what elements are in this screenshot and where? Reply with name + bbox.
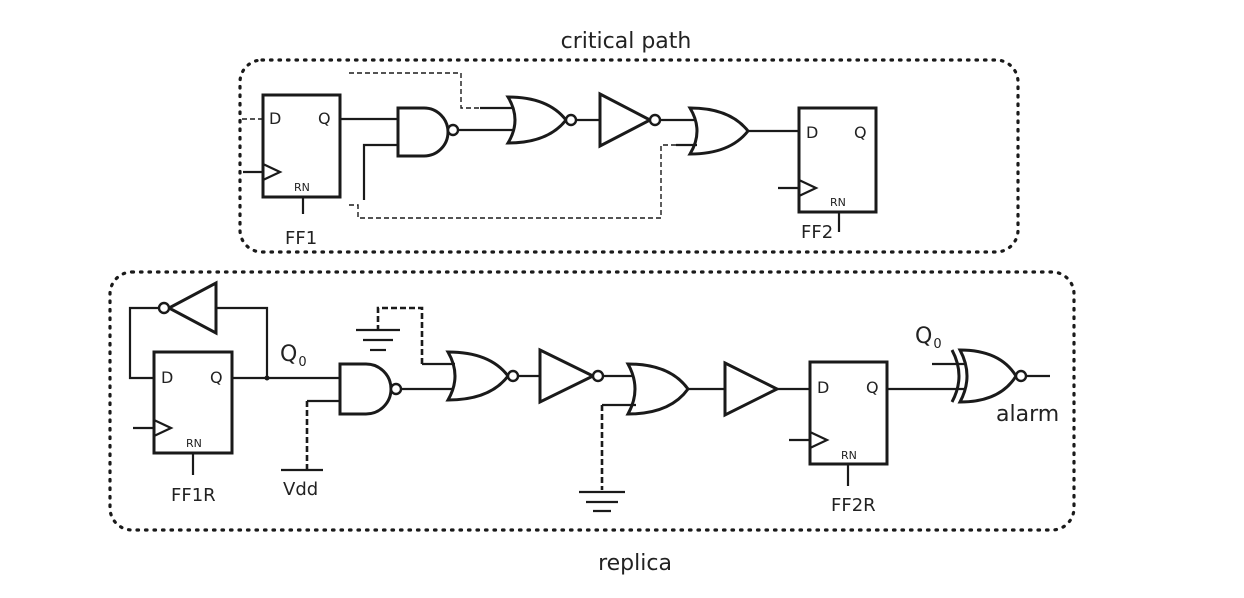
xnor-gate-back — [950, 349, 961, 403]
svg-text:RN: RN — [186, 437, 202, 450]
ff2: D Q RN — [797, 106, 878, 232]
ff2-label: FF2 — [801, 222, 833, 243]
q0-label: Q0 — [280, 342, 307, 370]
or1-replica — [625, 362, 690, 416]
ff1r-label: FF1R — [171, 485, 216, 506]
nor1-replica — [445, 350, 510, 402]
inverter1-replica — [538, 347, 597, 405]
feedback-inverter-bubble — [157, 301, 171, 315]
svg-text:Q: Q — [318, 109, 331, 128]
replica-title: replica — [598, 551, 672, 576]
svg-text:RN: RN — [294, 181, 310, 194]
feedback-inverter — [165, 280, 218, 336]
ff1: D Q RN — [261, 93, 342, 214]
nor1-cp — [505, 95, 568, 145]
svg-text:D: D — [817, 378, 829, 397]
ff1r: D Q RN — [152, 350, 234, 475]
svg-text:RN: RN — [830, 196, 846, 209]
alarm-label: alarm — [996, 402, 1059, 427]
nand1-cp — [396, 106, 450, 158]
xnor-gate — [957, 348, 1018, 404]
buffer-replica — [723, 360, 781, 418]
svg-text:RN: RN — [841, 449, 857, 462]
svg-text:Q: Q — [866, 378, 879, 397]
inverter-cp-bubble — [648, 113, 662, 127]
ff2r: D Q RN — [808, 360, 889, 486]
nand1-replica — [338, 362, 393, 416]
ff2r-label: FF2R — [831, 495, 876, 516]
inverter1-replica-bubble — [591, 369, 605, 383]
q0-xor-label: Q0 — [915, 324, 942, 352]
ff1-label: FF1 — [285, 228, 317, 249]
svg-text:Q: Q — [210, 368, 223, 387]
replica-region — [108, 270, 1076, 532]
critical-path-region — [238, 58, 1020, 254]
svg-text:D: D — [269, 109, 281, 128]
q0-sub: 0 — [298, 355, 306, 370]
svg-text:D: D — [806, 123, 818, 142]
svg-text:D: D — [161, 368, 173, 387]
or1-cp — [687, 106, 750, 156]
nand1-cp-bubble — [446, 123, 460, 137]
svg-text:Q: Q — [854, 123, 867, 142]
vdd-label: Vdd — [283, 479, 318, 500]
nor1-replica-bubble — [506, 369, 520, 383]
inverter-cp — [598, 91, 654, 149]
xnor-bubble — [1014, 369, 1028, 383]
nand1-replica-bubble — [389, 382, 403, 396]
q0-xor-sub: 0 — [933, 337, 941, 352]
critical-path-title: critical path — [561, 29, 692, 54]
nor1-cp-bubble — [564, 113, 578, 127]
